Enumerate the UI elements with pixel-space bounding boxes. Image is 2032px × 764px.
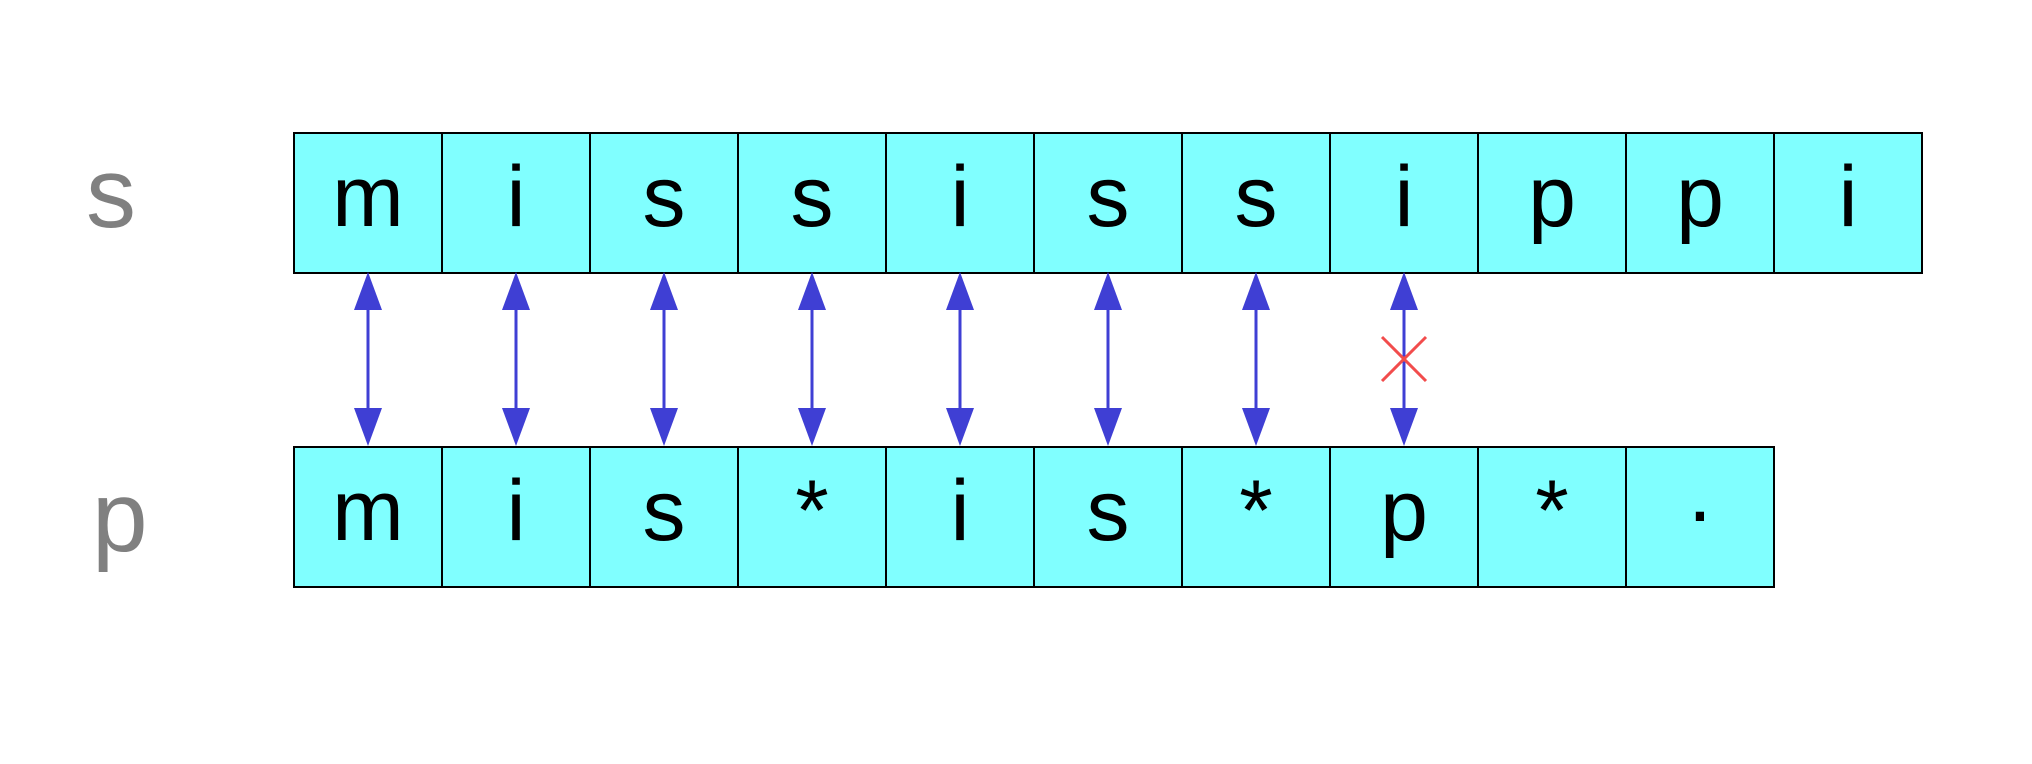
p-cell: i xyxy=(443,448,591,586)
arrow-head-down xyxy=(1390,408,1418,446)
s-cell: i xyxy=(443,134,591,272)
p-cell: * xyxy=(1479,448,1627,586)
match-arrow xyxy=(502,272,530,446)
match-arrow xyxy=(1242,272,1270,446)
s-cell: p xyxy=(1627,134,1775,272)
mismatch-cross-icon xyxy=(1380,335,1428,383)
s-char: p xyxy=(1676,149,1724,245)
s-cell: s xyxy=(1183,134,1331,272)
s-char: s xyxy=(1234,149,1278,245)
s-char: i xyxy=(950,149,970,245)
arrow-head-down xyxy=(1094,408,1122,446)
arrow-head-down xyxy=(798,408,826,446)
s-char: p xyxy=(1528,149,1576,245)
arrow-head-up xyxy=(1094,272,1122,310)
p-char: m xyxy=(332,463,404,559)
match-arrow xyxy=(946,272,974,446)
arrow-head-down xyxy=(502,408,530,446)
s-cell: p xyxy=(1479,134,1627,272)
p-char: * xyxy=(1239,463,1273,559)
s-char: i xyxy=(1394,149,1414,245)
match-arrow xyxy=(650,272,678,446)
p-cell: * xyxy=(1183,448,1331,586)
match-arrow xyxy=(798,272,826,446)
p-cell: · xyxy=(1627,448,1775,586)
s-char: m xyxy=(332,149,404,245)
match-arrow xyxy=(1094,272,1122,446)
p-char: s xyxy=(1086,463,1130,559)
s-char: s xyxy=(1086,149,1130,245)
p-cell: s xyxy=(591,448,739,586)
mismatch-cross-icon xyxy=(1380,335,1428,383)
s-cell: s xyxy=(1035,134,1183,272)
s-cell: i xyxy=(1331,134,1479,272)
arrow-head-down xyxy=(650,408,678,446)
arrow-head-up xyxy=(798,272,826,310)
p-char: i xyxy=(950,463,970,559)
arrow-head-up xyxy=(502,272,530,310)
p-cell: s xyxy=(1035,448,1183,586)
arrow-head-up xyxy=(650,272,678,310)
s-char: i xyxy=(1838,149,1858,245)
arrow-head-up xyxy=(1242,272,1270,310)
p-cell: * xyxy=(739,448,887,586)
s-char: i xyxy=(506,149,526,245)
s-cell: s xyxy=(739,134,887,272)
string-s-label: s xyxy=(86,137,136,249)
s-char: s xyxy=(642,149,686,245)
p-cell: i xyxy=(887,448,1035,586)
p-char: · xyxy=(1685,463,1715,559)
arrow-head-up xyxy=(354,272,382,310)
p-char: * xyxy=(1535,463,1569,559)
s-cell: i xyxy=(887,134,1035,272)
arrow-head-up xyxy=(1390,272,1418,310)
p-char: p xyxy=(1380,463,1428,559)
p-char: s xyxy=(642,463,686,559)
arrow-head-down xyxy=(1242,408,1270,446)
p-cell: p xyxy=(1331,448,1479,586)
arrow-head-up xyxy=(946,272,974,310)
pattern-p-row: m i s * i s * p * · xyxy=(293,446,1775,588)
arrow-head-down xyxy=(946,408,974,446)
s-cell: s xyxy=(591,134,739,272)
pattern-p-label: p xyxy=(92,461,148,573)
match-arrow xyxy=(354,272,382,446)
p-char: i xyxy=(506,463,526,559)
mismatch-arrow xyxy=(1380,272,1428,446)
p-cell: m xyxy=(295,448,443,586)
string-s-row: m i s s i s s i p p i xyxy=(293,132,1923,274)
s-cell: i xyxy=(1775,134,1923,272)
arrow-head-down xyxy=(354,408,382,446)
s-char: s xyxy=(790,149,834,245)
p-char: * xyxy=(795,463,829,559)
s-cell: m xyxy=(295,134,443,272)
